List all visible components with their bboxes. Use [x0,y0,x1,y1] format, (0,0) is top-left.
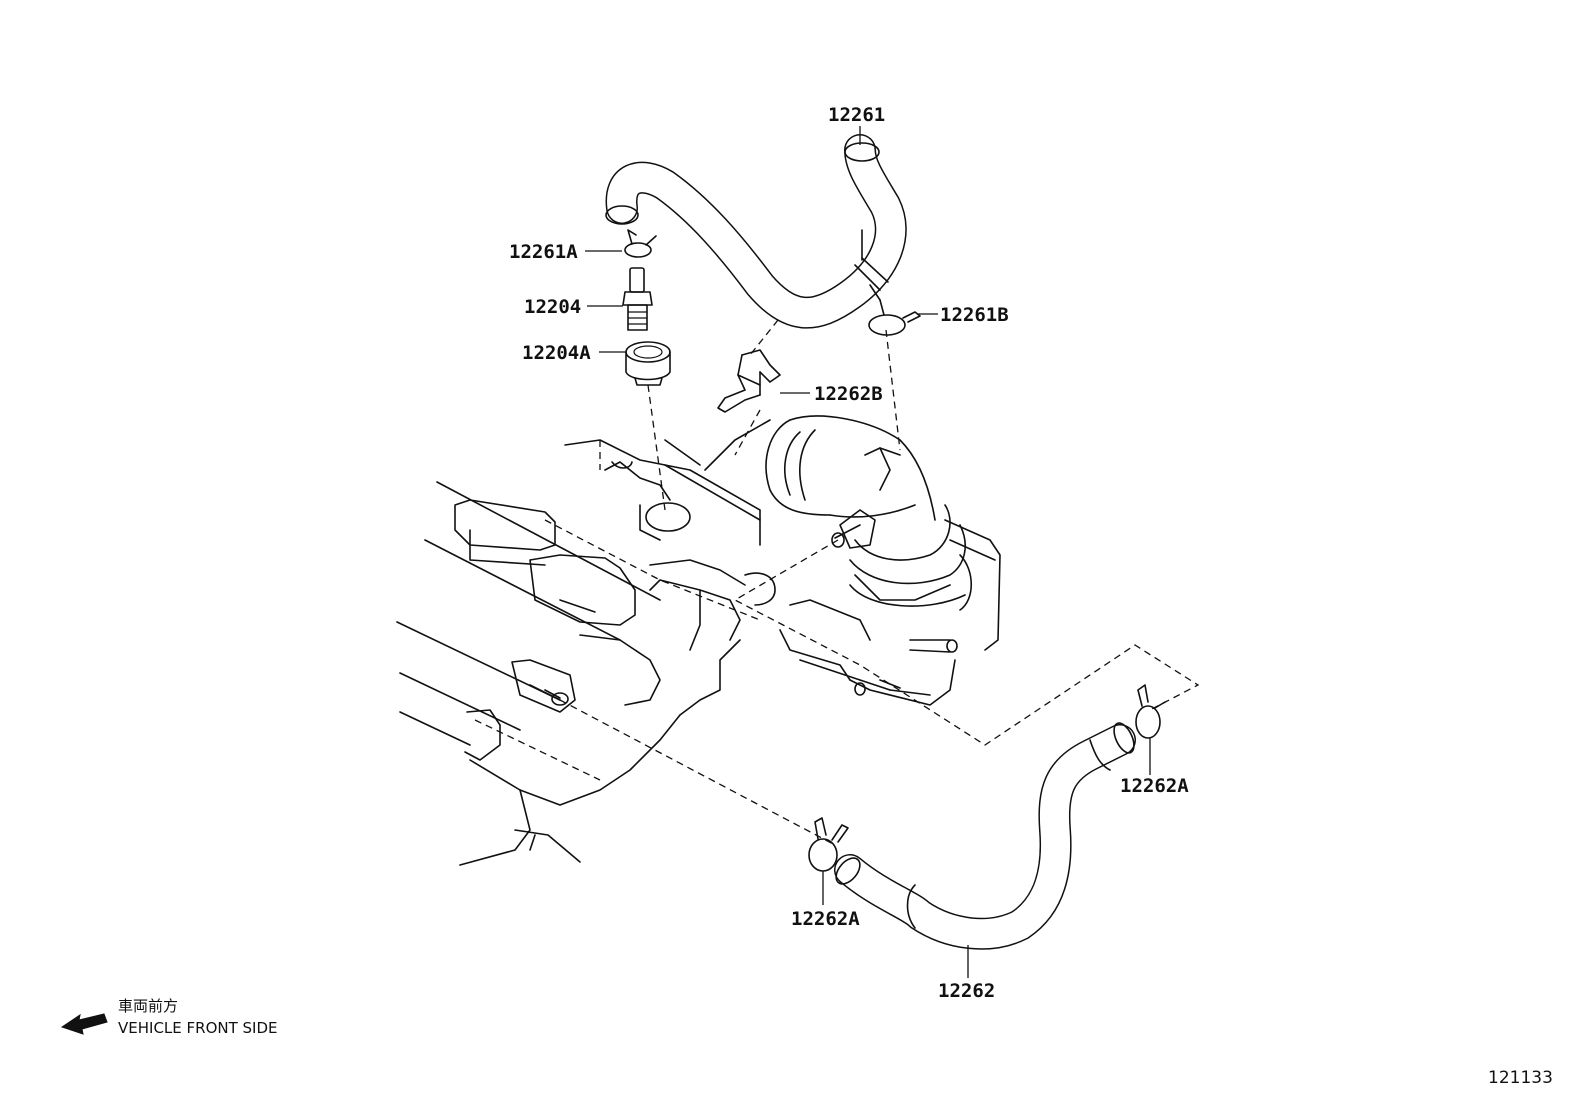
arrow-left-icon [60,1013,108,1035]
pcv-valve-12204 [622,267,653,331]
leader-lines [585,126,1151,978]
throttle-body [765,415,1001,706]
note-japanese: 車両前方 [118,997,178,1015]
label-12261b: 12261B [940,304,1009,326]
hose-lower-12262 [834,722,1136,950]
label-12204: 12204 [524,296,581,318]
clamp-12262b [717,349,781,413]
label-12262a-right: 12262A [1120,775,1189,797]
label-12261: 12261 [828,104,885,126]
clip-12261a [624,229,657,258]
clip-12261b [868,299,921,336]
assembly-lines [559,319,1200,846]
clip-12262a-right [1135,684,1166,739]
grommet-12204a [625,341,671,386]
label-12262b: 12262B [814,383,883,405]
hose-upper-12261 [605,134,907,329]
engine-block [396,419,776,866]
label-12262: 12262 [938,980,995,1002]
vehicle-front-note: 車両前方 VEHICLE FRONT SIDE [60,997,278,1037]
label-12262a-left: 12262A [791,908,860,930]
label-12261a: 12261A [509,241,578,263]
page-number: 121133 [1488,1068,1553,1088]
part-labels: 12261 12261A 12204 12204A 12262B 12261B … [509,104,1189,1002]
label-12204a: 12204A [522,342,591,364]
note-english: VEHICLE FRONT SIDE [118,1019,278,1037]
